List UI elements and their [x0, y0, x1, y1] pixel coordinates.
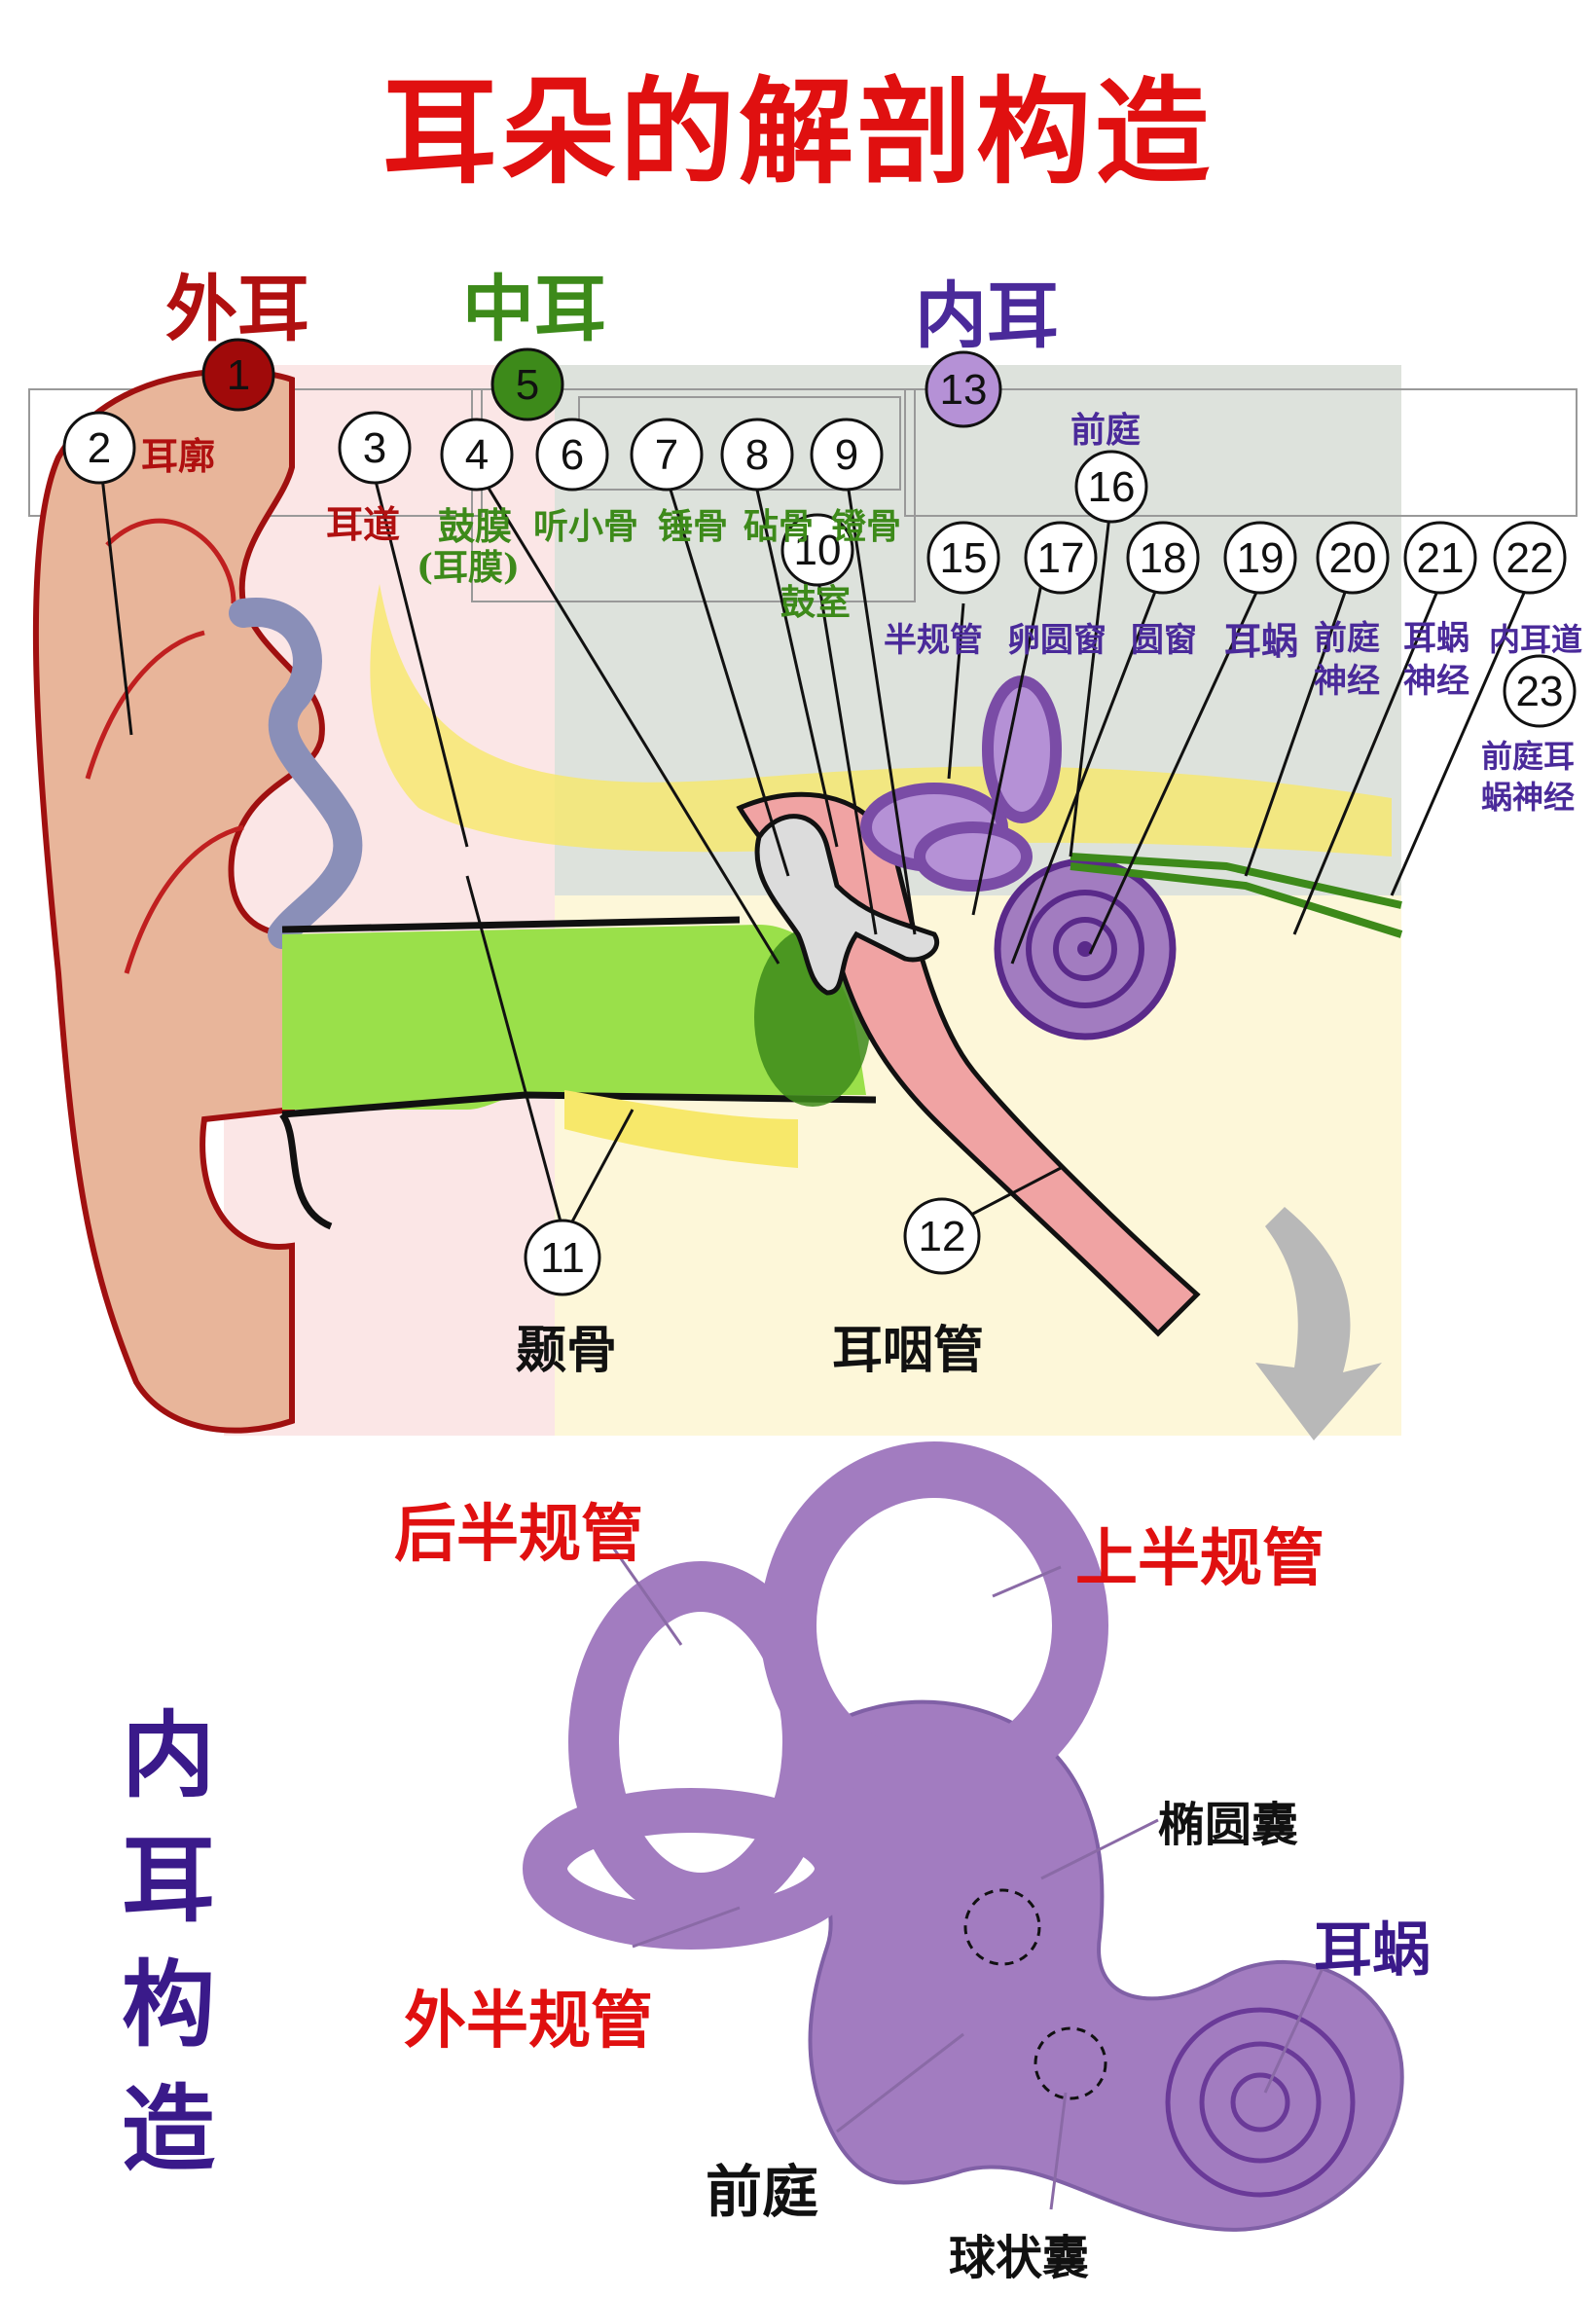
number-22: 22	[1506, 534, 1554, 582]
temporal-bone-upper	[370, 584, 1392, 857]
number-circles	[62, 411, 1577, 1296]
page-title: 耳朵的解剖构造	[381, 65, 1214, 200]
number-3: 3	[363, 424, 386, 472]
number-8: 8	[745, 431, 769, 479]
middle-ear-box	[471, 388, 916, 602]
label-temporal-bone: 颞骨	[516, 1321, 618, 1380]
label-stapes: 镫骨	[831, 506, 902, 547]
outer-marker-number: 1	[227, 351, 250, 399]
number-20: 20	[1329, 534, 1377, 582]
number-18: 18	[1140, 534, 1187, 582]
number-6: 6	[561, 431, 584, 479]
number-11: 11	[540, 1234, 585, 1282]
number-9: 9	[835, 431, 858, 479]
auricle	[32, 368, 325, 1434]
temporal-bone-lower	[564, 1090, 798, 1168]
label-vestibulocochlear-nerve-2: 蜗神经	[1481, 779, 1576, 816]
label-ossicles: 听小骨	[533, 506, 639, 547]
vestibule-body	[803, 1699, 1404, 2232]
label-round-window: 圆窗	[1131, 621, 1197, 660]
number-21: 21	[1417, 534, 1465, 582]
number-19: 19	[1237, 534, 1285, 582]
number-12: 12	[919, 1213, 966, 1260]
middle-marker-number: 5	[516, 361, 539, 409]
label-eardrum: 鼓膜	[438, 504, 513, 548]
label-cochlea-top: 耳蜗	[1224, 619, 1299, 663]
label-cochlea-bottom: 耳蜗	[1314, 1916, 1431, 1985]
label-saccule: 球状囊	[949, 2231, 1090, 2285]
outer-ear-heading: 外耳	[165, 268, 309, 351]
saccule-dash	[1034, 2026, 1107, 2100]
inner-ear-heading: 内耳	[915, 274, 1059, 358]
label-vestibular-nerve-1: 前庭	[1314, 619, 1380, 658]
number-7: 7	[655, 431, 678, 479]
label-cochlear-nerve-1: 耳蜗	[1403, 619, 1469, 658]
label-superior-canal: 上半规管	[1075, 1522, 1324, 1595]
label-vestibule-bottom: 前庭	[706, 2159, 819, 2225]
inner-ear-box	[904, 388, 1578, 517]
inner-ear-structure	[523, 1441, 1404, 2232]
label-oval-window: 卵圆窗	[1007, 621, 1106, 660]
label-tympanic-cavity: 鼓室	[780, 582, 852, 623]
label-malleus: 锤骨	[658, 506, 729, 547]
middle-ear-heading: 中耳	[462, 268, 606, 351]
label-ear-canal: 耳道	[326, 502, 401, 546]
label-auricle: 耳廓	[141, 434, 216, 478]
leader-lines	[100, 476, 1530, 1237]
number-4: 4	[465, 431, 489, 479]
ossicles-shape	[754, 814, 939, 996]
number-17: 17	[1037, 534, 1085, 582]
cochlea-top	[994, 857, 1177, 1040]
auricle-cartilage	[229, 598, 363, 949]
label-posterior-canal: 后半规管	[394, 1498, 643, 1571]
utricle-dash	[963, 1888, 1041, 1966]
label-vestibular-nerve-2: 神经	[1314, 662, 1380, 701]
label-eustachian-tube: 耳咽管	[832, 1321, 985, 1380]
middle-marker	[490, 347, 564, 421]
inner-marker	[925, 350, 1002, 428]
number-10: 10	[794, 527, 842, 574]
label-incus: 砧骨	[744, 506, 815, 547]
auricle-fold	[85, 518, 244, 974]
label-cochlear-nerve-2: 神经	[1403, 662, 1469, 701]
outer-marker	[201, 338, 275, 412]
ear-canal-upper-wall	[281, 916, 741, 933]
down-arrow-icon	[1255, 1207, 1382, 1440]
number-2: 2	[88, 424, 111, 472]
label-internal-auditory-canal: 内耳道	[1489, 621, 1583, 658]
label-semicircular-canals: 半规管	[884, 621, 983, 660]
label-vestibulocochlear-nerve-1: 前庭耳	[1481, 738, 1576, 775]
label-utricle: 椭圆囊	[1158, 1798, 1299, 1852]
lateral-canal	[523, 1788, 859, 1950]
ear-canal-bottom-edge	[279, 1112, 333, 1230]
inner-leader-lines	[611, 1547, 1325, 2210]
inner-marker-number: 13	[940, 366, 988, 414]
number-16: 16	[1088, 463, 1136, 511]
number-15: 15	[940, 534, 988, 582]
label-eardrum-alt: (耳膜)	[417, 547, 521, 588]
semicircular-canals	[860, 675, 1062, 892]
number-23: 23	[1516, 668, 1564, 715]
label-lateral-canal: 外半规管	[404, 1985, 653, 2058]
ear-canal	[282, 925, 866, 1110]
number-texts: 2 3 4 6 7 8 9 10 11 12 15 16 17 18 19 20…	[88, 424, 1564, 1282]
label-vestibule-top: 前庭	[1070, 410, 1142, 451]
posterior-canal	[568, 1561, 833, 1923]
inner-ear-structure-title: 内耳构造	[122, 1700, 215, 2184]
